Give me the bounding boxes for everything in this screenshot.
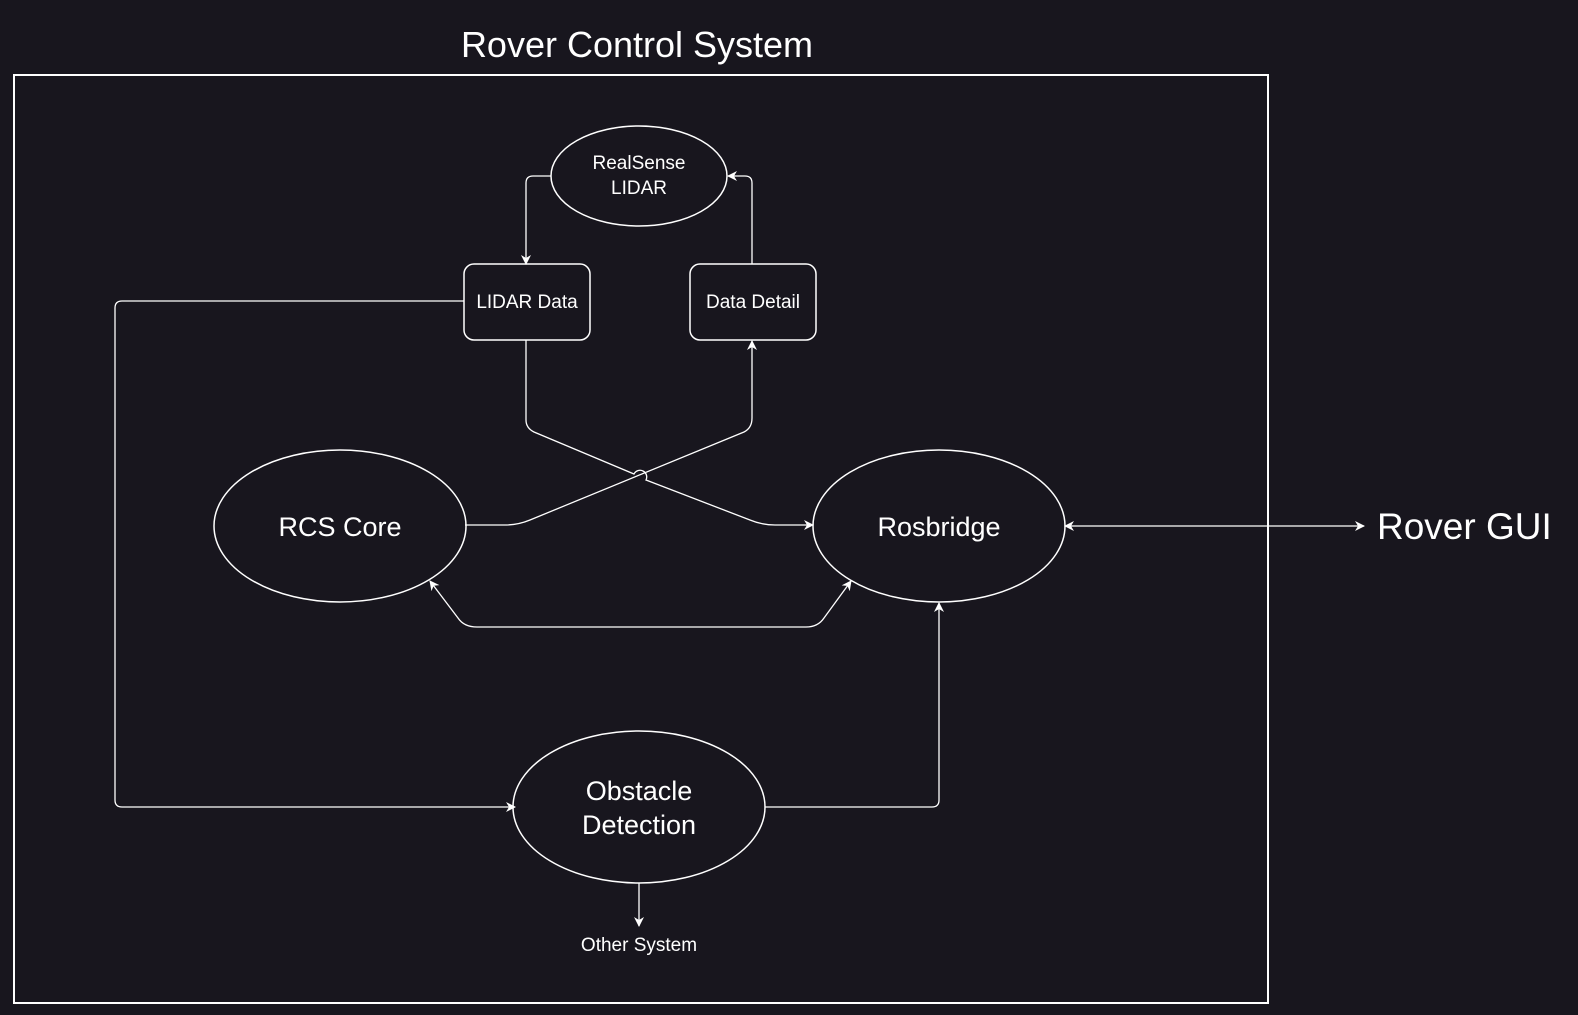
edge-obstacle-detection-to-rosbridge [765,602,944,808]
node-obstacle-detection: Obstacle Detection [512,730,766,884]
realsense-label-line1: RealSense [593,153,686,174]
node-rosbridge: Rosbridge [812,449,1066,603]
obstacle-label-line2: Detection [582,810,696,840]
rosbridge-label: Rosbridge [877,512,1000,542]
edge-lidar-data-to-obstacle-detection [114,300,516,812]
system-title: Rover Control System [461,24,813,65]
data-detail-label: Data Detail [706,292,800,313]
realsense-label-line2: LIDAR [611,178,667,199]
rover-gui-label: Rover GUI [1377,506,1552,547]
node-realsense-lidar: RealSense LIDAR [550,125,728,227]
edge-lidar-data-to-rosbridge [525,340,814,530]
edge-realsense-to-lidar-data [521,175,551,265]
edge-data-detail-to-realsense [727,171,753,264]
system-boundary [13,74,1269,1004]
rcs-core-label: RCS Core [278,512,401,542]
obstacle-label-line1: Obstacle [586,776,693,806]
node-rcs-core: RCS Core [213,449,467,603]
lidar-data-label: LIDAR Data [476,292,578,313]
node-data-detail: Data Detail [689,263,817,341]
other-system-label: Other System [581,935,697,956]
edge-rcs-core-to-data-detail [465,340,757,526]
edge-rcs-core-rosbridge [429,580,852,628]
node-lidar-data: LIDAR Data [463,263,591,341]
